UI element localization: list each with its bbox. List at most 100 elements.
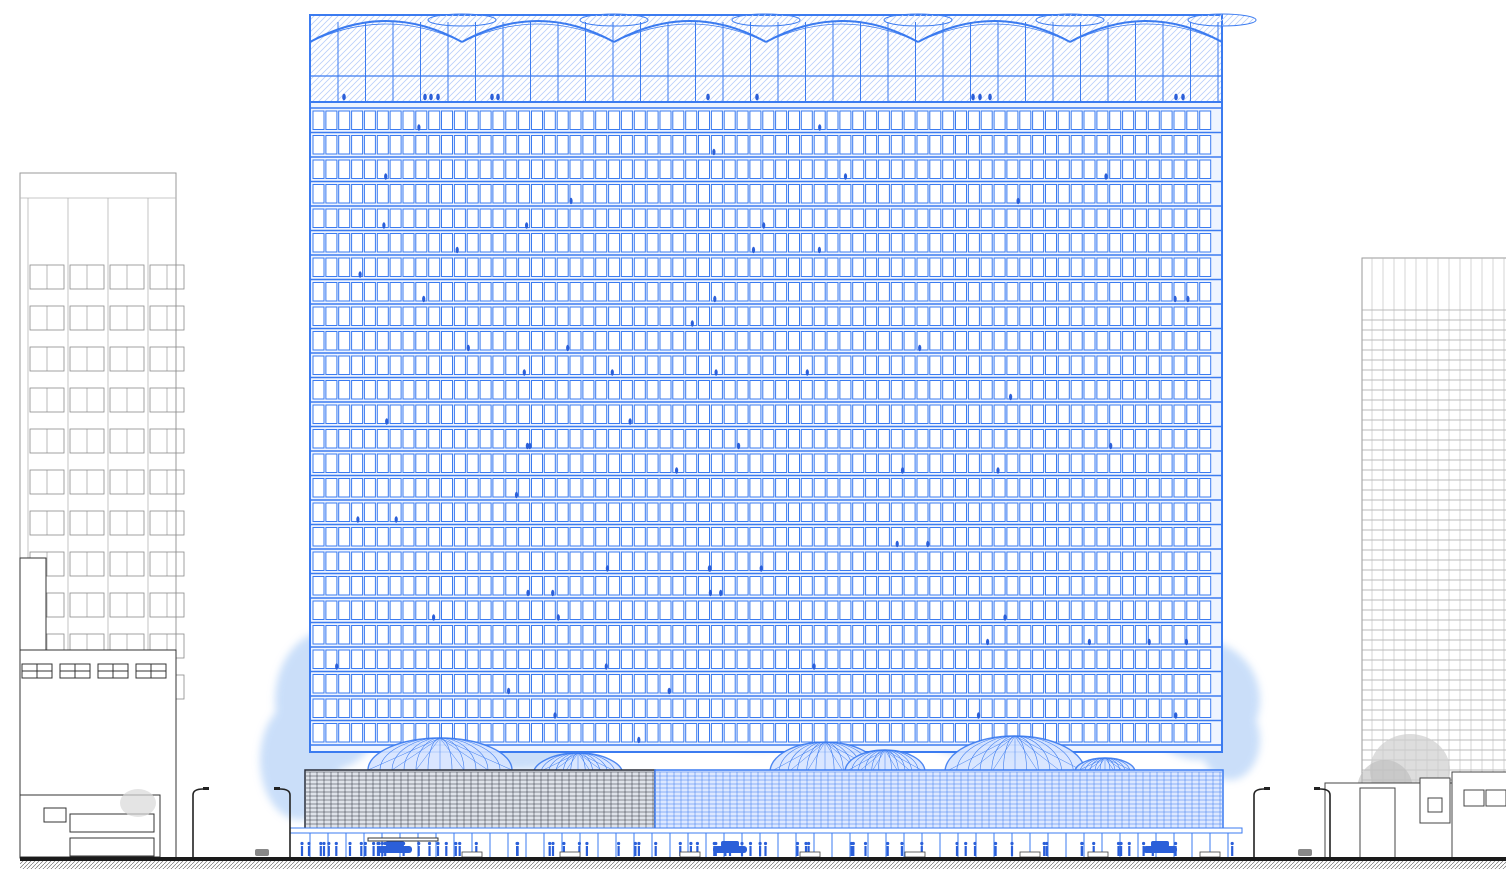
window (441, 698, 453, 718)
window (338, 110, 351, 130)
window (1057, 478, 1070, 498)
window (633, 527, 646, 547)
window (582, 723, 595, 743)
window (685, 184, 698, 204)
window (993, 429, 1006, 449)
window (543, 355, 556, 375)
pedestrian (759, 846, 762, 856)
window (839, 429, 852, 449)
window (376, 233, 389, 253)
window (518, 404, 531, 424)
window (775, 380, 788, 400)
window (993, 257, 1006, 277)
pedestrian (634, 846, 637, 856)
window (633, 355, 646, 375)
window (877, 135, 890, 155)
window (1109, 649, 1122, 669)
window (813, 576, 826, 596)
window (582, 257, 595, 277)
person (712, 148, 716, 156)
window (376, 527, 389, 547)
window (620, 380, 633, 400)
window (325, 625, 338, 645)
window (852, 502, 865, 522)
window (1134, 257, 1147, 277)
window (1160, 380, 1173, 400)
window (1199, 257, 1212, 277)
window (1147, 527, 1160, 547)
window (1199, 576, 1212, 596)
pedestrian (864, 846, 867, 856)
window (376, 257, 389, 277)
person (356, 516, 360, 523)
window (1160, 282, 1173, 302)
window (1186, 674, 1199, 694)
window (1006, 429, 1019, 449)
window (415, 502, 428, 522)
window (1199, 233, 1212, 253)
window (710, 625, 723, 645)
car (255, 849, 269, 856)
window (608, 135, 621, 155)
window (479, 527, 492, 547)
window (890, 502, 903, 522)
window (929, 135, 942, 155)
window (916, 110, 929, 130)
window (980, 404, 993, 424)
window (710, 184, 723, 204)
window (479, 600, 492, 620)
window (852, 576, 865, 596)
window (698, 135, 710, 155)
window (376, 306, 389, 326)
window (531, 257, 543, 277)
window (929, 110, 942, 130)
window (1199, 723, 1212, 743)
window (788, 502, 800, 522)
window (800, 527, 813, 547)
window (453, 502, 466, 522)
window (428, 478, 441, 498)
window (736, 159, 749, 179)
window (1134, 135, 1147, 155)
window (633, 478, 646, 498)
window (762, 282, 775, 302)
window (415, 404, 428, 424)
window (441, 135, 453, 155)
window (813, 600, 826, 620)
window (646, 698, 659, 718)
window (1070, 600, 1083, 620)
window (736, 331, 749, 351)
window (1019, 404, 1032, 424)
window (1122, 502, 1135, 522)
window (595, 306, 608, 326)
window (1160, 723, 1173, 743)
window (402, 208, 415, 228)
window (1006, 453, 1019, 473)
window (325, 478, 338, 498)
roof-node (883, 13, 953, 27)
window (903, 282, 916, 302)
pedestrian (1043, 846, 1046, 856)
window (929, 404, 942, 424)
window (543, 233, 556, 253)
window (698, 478, 710, 498)
window (1006, 551, 1019, 571)
window (1096, 576, 1109, 596)
roof-arch (461, 20, 615, 43)
window (659, 208, 672, 228)
window (582, 208, 595, 228)
window (1006, 600, 1019, 620)
window (402, 649, 415, 669)
window (363, 723, 376, 743)
window (980, 527, 993, 547)
window (543, 110, 556, 130)
window (608, 380, 621, 400)
window (441, 404, 453, 424)
window (1147, 429, 1160, 449)
window (466, 380, 479, 400)
pedestrian (1092, 846, 1095, 856)
window (556, 674, 569, 694)
window (1134, 159, 1147, 179)
window (325, 380, 338, 400)
window (1109, 674, 1122, 694)
